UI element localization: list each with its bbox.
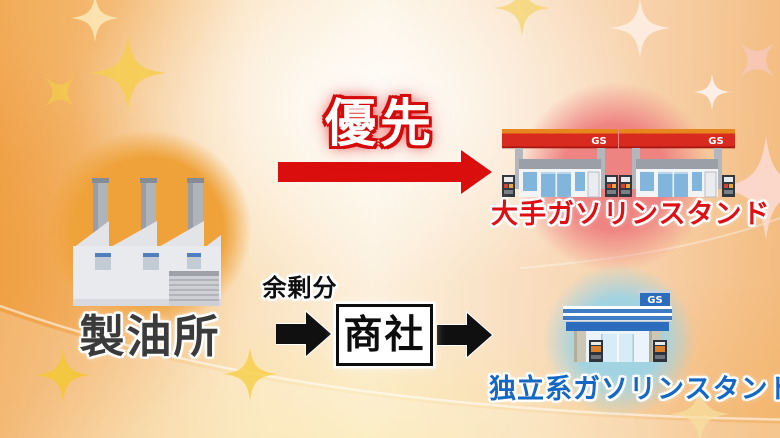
trading-company-box: 商社 — [336, 304, 433, 366]
trading-output-arrow-icon — [437, 310, 493, 360]
surplus-label: 余剰分 — [262, 274, 338, 302]
gas-station-blue-icon: GS — [563, 290, 672, 362]
factory-icon — [73, 178, 221, 306]
priority-arrow-icon — [278, 150, 492, 194]
refinery-label: 製油所 — [79, 310, 221, 363]
gas-station-red-icon: GS — [502, 129, 618, 198]
priority-label: 優先 — [324, 95, 435, 154]
gs-sign-text: GS — [708, 136, 723, 147]
major-stations-label: 大手ガソリンスタンド — [491, 199, 771, 230]
gas-station-red-icon: GS — [619, 129, 735, 198]
trading-company-label: 商社 — [343, 312, 426, 358]
gs-sign-text: GS — [647, 295, 662, 306]
gs-sign-text: GS — [591, 136, 606, 147]
independent-stations-label: 独立系ガソリンスタンド — [489, 374, 780, 405]
surplus-arrow-icon — [276, 309, 332, 359]
